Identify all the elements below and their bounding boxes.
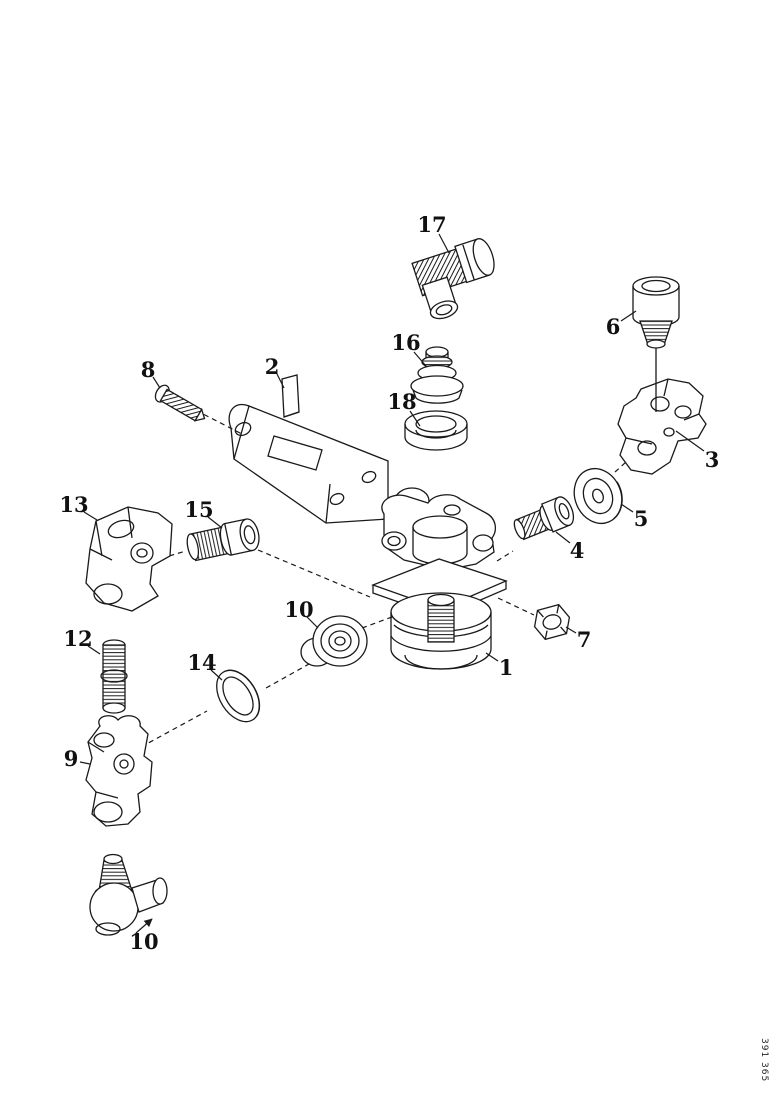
callout-12: 12 [63,626,101,655]
callout-leader-line [438,233,450,254]
callout-9: 9 [64,746,91,771]
callout-10: 10 [284,597,319,629]
callout-leader-line [485,652,499,662]
callout-leader-line [83,511,98,521]
callout-leader-line [207,516,223,529]
part-1-valve-body [373,488,506,669]
callout-leader-line [306,616,319,629]
callout-number: 14 [187,650,216,675]
callout-18: 18 [387,389,421,427]
callout-leader-line [565,626,577,634]
part-18-cap-ring [405,411,467,450]
part-7-hex-nut [531,603,574,641]
callout-number: 17 [417,212,446,237]
part-13-valve-block-upper [86,507,172,611]
callout-leader-line [413,351,427,367]
part-16-vent-fitting [411,347,463,403]
assembly-axis-line [151,550,187,562]
part-9-valve-block-lower [86,716,152,826]
callout-10: 10 [129,918,159,954]
callout-leader-line [675,430,705,452]
assembly-axis-lines [140,397,627,748]
callout-number: 8 [141,357,156,382]
callout-2: 2 [265,354,285,389]
callout-number: 2 [265,354,280,379]
part-5-cover-disc [566,461,630,530]
callout-number: 3 [705,447,720,472]
callout-16: 16 [391,330,427,367]
callout-7: 7 [565,626,592,652]
callout-number: 1 [499,655,514,680]
assembly-axis-line [265,663,310,689]
callout-15: 15 [184,497,223,529]
callout-number: 7 [577,627,592,652]
callout-17: 17 [417,212,450,254]
callout-13: 13 [59,492,98,521]
callout-leader-line [620,503,634,513]
callout-number: 16 [391,330,420,355]
callout-number: 5 [634,506,649,531]
part-4-plug-fitting [510,494,577,544]
part-14-oval-seal [208,663,268,730]
callout-6: 6 [606,310,637,339]
assembly-axis-line [361,616,393,629]
callout-number: 10 [284,597,313,622]
callout-number: 13 [59,492,88,517]
callout-leader-line [87,645,101,655]
callout-14: 14 [187,650,223,681]
part-3-manifold-block [618,379,706,474]
callout-leader-line [555,531,571,544]
callout-5: 5 [620,503,649,531]
callout-leader-line [620,310,637,322]
part-2-mounting-bracket [229,375,388,523]
assembly-axis-line [140,710,208,748]
part-15-threaded-fitting [185,517,262,563]
callout-number: 15 [184,497,213,522]
callout-leader-line [152,376,161,389]
assembly-axis-line [497,597,535,616]
assembly-axis-line [496,550,514,562]
callout-leader-line [210,669,223,681]
callout-number: 9 [64,746,79,771]
callout-8: 8 [141,357,161,389]
callout-4: 4 [555,531,585,563]
callout-number: 6 [606,314,621,339]
figure-code: 391 365 [759,1038,769,1082]
assembly-axis-line [614,461,627,473]
part-8-screw [153,383,210,426]
part-10-fitting-mid [301,616,367,666]
part-6-cylinder-fitting [633,277,679,348]
callout-1: 1 [485,652,514,680]
callout-number: 10 [129,929,158,954]
callout-number: 12 [63,626,92,651]
part-10-fitting-bottom [90,855,167,936]
callout-leader-line [135,918,153,934]
callout-number: 18 [387,389,416,414]
assembly-axis-line [257,549,371,598]
part-12-threaded-stud [101,640,127,713]
callout-leader-line [409,410,421,427]
callout-leader-line [79,761,91,765]
part-17-elbow-fitting [411,236,506,322]
callout-number: 4 [570,538,585,563]
callout-3: 3 [675,430,720,472]
callout-leader-line [276,373,285,389]
